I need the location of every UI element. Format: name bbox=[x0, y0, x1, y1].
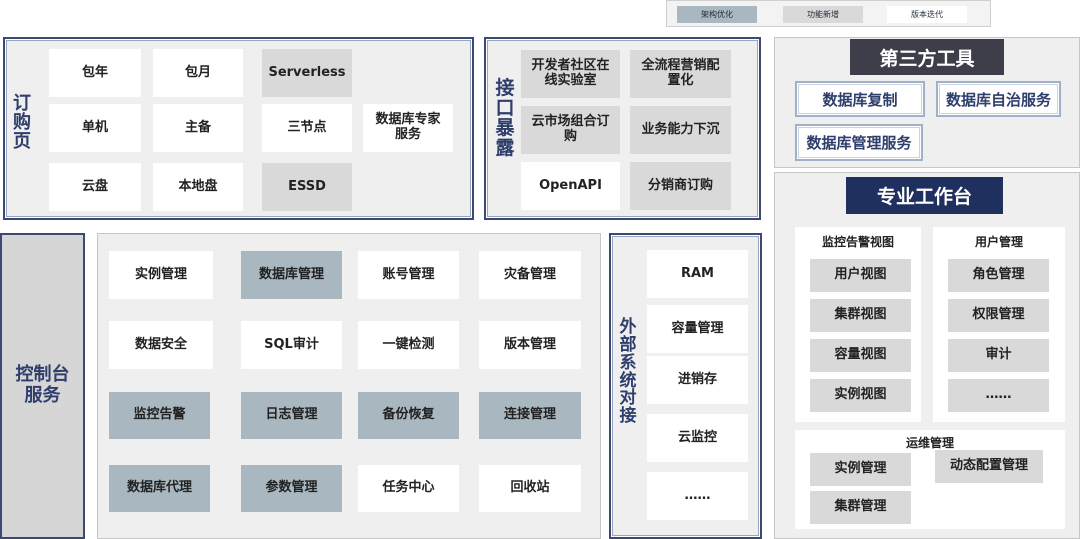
console-cell: 灾备管理 bbox=[479, 251, 581, 299]
console-title: 控制台服务 bbox=[15, 364, 70, 406]
legend-item-feature: 功能新增 bbox=[783, 6, 863, 23]
external-title: 外部系统对接 bbox=[619, 317, 637, 427]
user-mgmt-item: 审计 bbox=[948, 339, 1049, 372]
legend-item-architecture: 架构优化 bbox=[677, 6, 757, 23]
console-cell: 任务中心 bbox=[358, 465, 459, 512]
console-cell: 数据库代理 bbox=[109, 465, 210, 512]
user-mgmt-item: 权限管理 bbox=[948, 299, 1049, 332]
user-mgmt-box: 用户管理 角色管理 权限管理 审计 …… bbox=[933, 227, 1065, 422]
tool-db-management: 数据库管理服务 bbox=[795, 124, 923, 161]
console-cell: 实例管理 bbox=[109, 251, 213, 299]
order-cell-expert-service: 数据库专家服务 bbox=[363, 104, 453, 152]
ops-mgmt-item: 集群管理 bbox=[810, 491, 911, 524]
monitor-view-item: 用户视图 bbox=[810, 259, 911, 292]
order-cell-yearly: 包年 bbox=[49, 49, 141, 97]
external-cell-more: …… bbox=[647, 472, 748, 520]
console-cell: 备份恢复 bbox=[358, 392, 459, 439]
third-party-title: 第三方工具 bbox=[850, 39, 1004, 75]
console-cell: 日志管理 bbox=[241, 392, 342, 439]
user-mgmt-item: …… bbox=[948, 379, 1049, 412]
console-cell: 监控告警 bbox=[109, 392, 210, 439]
console-panel: 实例管理 数据库管理 账号管理 灾备管理 数据安全 SQL审计 一键检测 版本管… bbox=[97, 233, 601, 539]
api-cell-marketing-config: 全流程营销配置化 bbox=[630, 50, 731, 98]
order-cell-essd: ESSD bbox=[262, 163, 352, 211]
api-cell-market-combo: 云市场组合订购 bbox=[521, 106, 620, 154]
api-cell-openapi: OpenAPI bbox=[521, 162, 620, 210]
ops-mgmt-title: 运维管理 bbox=[905, 436, 954, 450]
console-cell: 一键检测 bbox=[358, 321, 459, 369]
external-panel: 外部系统对接 RAM 容量管理 进销存 云监控 …… bbox=[609, 233, 762, 539]
monitor-view-box: 监控告警视图 用户视图 集群视图 容量视图 实例视图 bbox=[795, 227, 921, 422]
order-page-title: 订购页 bbox=[13, 93, 31, 152]
console-cell: 参数管理 bbox=[241, 465, 342, 512]
api-cell-distributor: 分销商订购 bbox=[630, 162, 731, 210]
console-cell: 连接管理 bbox=[479, 392, 581, 439]
monitor-view-item: 容量视图 bbox=[810, 339, 911, 372]
monitor-view-item: 实例视图 bbox=[810, 379, 911, 412]
user-mgmt-title: 用户管理 bbox=[974, 235, 1023, 249]
api-exposure-panel: 接口暴露 开发者社区在线实验室 全流程营销配置化 云市场组合订购 业务能力下沉 … bbox=[484, 37, 761, 220]
legend: 架构优化 功能新增 版本迭代 bbox=[666, 0, 991, 27]
order-cell-three-node: 三节点 bbox=[262, 104, 352, 152]
monitor-view-title: 监控告警视图 bbox=[821, 235, 894, 249]
external-cell-capacity: 容量管理 bbox=[647, 305, 748, 353]
external-cell-ram: RAM bbox=[647, 250, 748, 298]
console-cell: SQL审计 bbox=[241, 321, 342, 369]
workbench-title: 专业工作台 bbox=[846, 177, 1003, 214]
user-mgmt-item: 角色管理 bbox=[948, 259, 1049, 292]
third-party-panel: 第三方工具 数据库复制 数据库自治服务 数据库管理服务 bbox=[774, 37, 1080, 168]
external-cell-inventory: 进销存 bbox=[647, 356, 748, 404]
workbench-panel: 专业工作台 监控告警视图 用户视图 集群视图 容量视图 实例视图 用户管理 角色… bbox=[774, 172, 1080, 539]
api-exposure-title: 接口暴露 bbox=[495, 77, 515, 159]
order-page-panel: 订购页 包年 包月 Serverless 单机 主备 三节点 数据库专家服务 云… bbox=[3, 37, 474, 220]
api-cell-dev-lab: 开发者社区在线实验室 bbox=[521, 50, 620, 98]
tool-db-autonomy: 数据库自治服务 bbox=[936, 81, 1061, 117]
console-cell: 数据库管理 bbox=[241, 251, 342, 299]
legend-item-version: 版本迭代 bbox=[887, 6, 967, 23]
order-cell-cloud-disk: 云盘 bbox=[49, 163, 141, 211]
order-cell-primary-standby: 主备 bbox=[153, 104, 243, 152]
order-cell-single: 单机 bbox=[49, 104, 141, 152]
monitor-view-item: 集群视图 bbox=[810, 299, 911, 332]
order-cell-monthly: 包月 bbox=[153, 49, 243, 97]
tool-db-replication: 数据库复制 bbox=[795, 81, 925, 117]
order-cell-local-disk: 本地盘 bbox=[153, 163, 243, 211]
console-cell: 数据安全 bbox=[109, 321, 213, 369]
ops-mgmt-box: 运维管理 实例管理 动态配置管理 集群管理 bbox=[795, 430, 1065, 529]
api-cell-capability-sink: 业务能力下沉 bbox=[630, 106, 731, 154]
console-cell: 回收站 bbox=[479, 465, 581, 512]
external-cell-cloud-monitor: 云监控 bbox=[647, 414, 748, 462]
console-cell: 版本管理 bbox=[479, 321, 581, 369]
ops-mgmt-item: 实例管理 bbox=[810, 453, 911, 486]
console-title-box: 控制台服务 bbox=[0, 233, 85, 539]
console-cell: 账号管理 bbox=[358, 251, 459, 299]
order-cell-serverless: Serverless bbox=[262, 49, 352, 97]
ops-mgmt-item: 动态配置管理 bbox=[935, 450, 1043, 483]
